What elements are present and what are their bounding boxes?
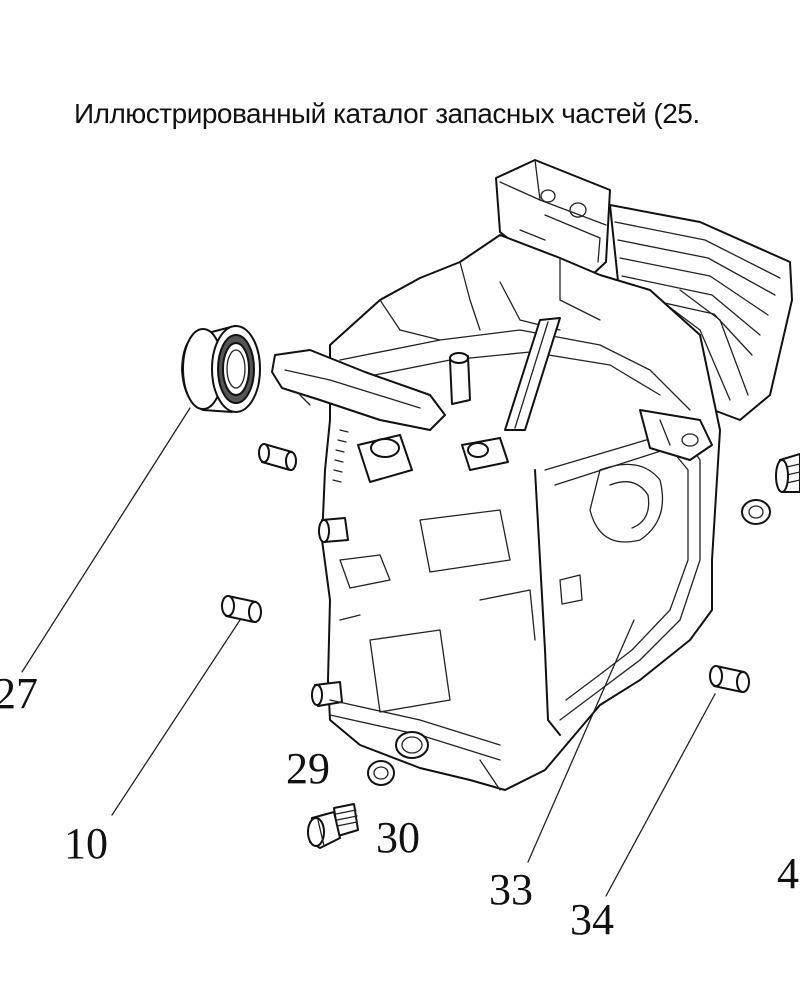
washer-part [367,760,395,786]
callout-labels: 27 10 29 30 33 34 4 [0,669,799,944]
callout-10: 10 [64,819,108,868]
page-title: Иллюстрированный каталог запасных частей… [74,98,700,129]
right-bolt-part [775,453,800,493]
right-washer-part [741,499,771,525]
small-pin-upper [258,443,297,471]
dowel-pin-left-part [221,595,262,623]
drain-bolt-part [307,803,359,849]
callout-33: 33 [489,865,533,914]
callout-34: 34 [570,895,614,944]
callout-29: 29 [286,744,330,793]
dowel-pin-right-part [709,665,750,693]
callout-30: 30 [376,813,420,862]
leader-lines [21,407,716,897]
callout-4x: 4 [777,849,799,898]
bearing-part [181,325,261,413]
callout-27: 27 [0,669,38,718]
